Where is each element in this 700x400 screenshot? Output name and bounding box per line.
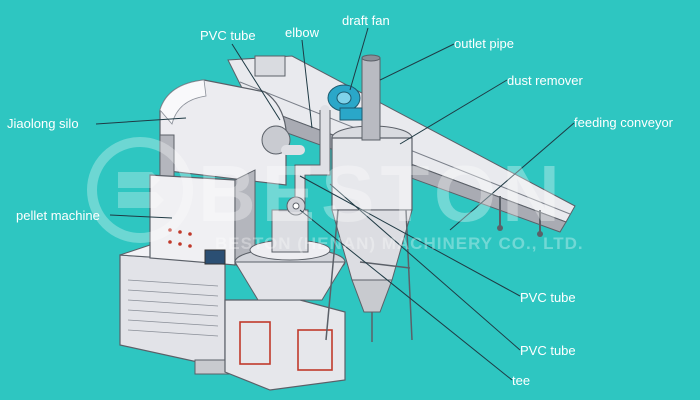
tee-fitting-core <box>292 202 300 210</box>
label-tee: tee <box>512 373 531 388</box>
label-pvc-tube-bottom: PVC tube <box>520 343 576 358</box>
label-pellet-machine: pellet machine <box>16 208 100 223</box>
outlet-pipe <box>361 54 381 141</box>
pvc-tubes <box>281 105 330 215</box>
pellet-machine <box>119 169 276 375</box>
pelletizer-base <box>224 209 346 391</box>
watermark-brand: BESTON <box>198 149 566 238</box>
label-elbow: elbow <box>285 25 319 40</box>
draft-fan <box>327 84 363 121</box>
label-pvc-tube-mid: PVC tube <box>520 290 576 305</box>
label-draft-fan: draft fan <box>342 13 390 28</box>
label-jiaolong-silo: Jiaolong silo <box>7 116 79 131</box>
watermark-logo <box>87 137 193 243</box>
label-pvc-tube-top: PVC tube <box>200 28 256 43</box>
leader-lines <box>95 27 575 381</box>
watermark-subtitle: BESTON (HENAN) MACHINERY CO., LTD. <box>215 234 584 253</box>
dust-remover <box>325 125 413 342</box>
label-outlet-pipe: outlet pipe <box>454 36 514 51</box>
label-dust-remover: dust remover <box>507 73 583 88</box>
jiaolong-silo <box>159 79 291 186</box>
label-feeding-conveyor: feeding conveyor <box>574 115 674 130</box>
